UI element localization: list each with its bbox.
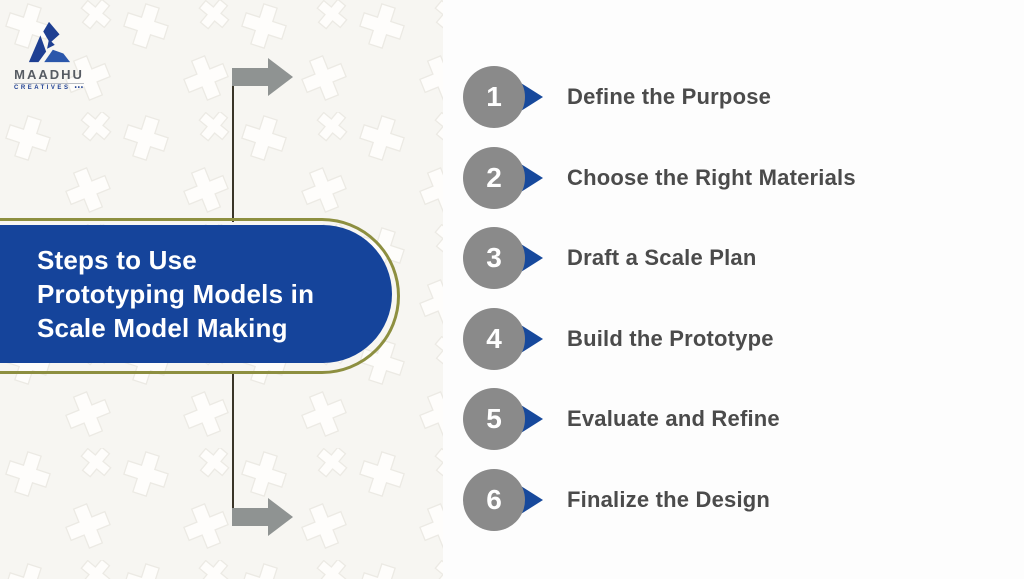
step-3-circle: 3 <box>463 227 525 290</box>
step-1-circle: 1 <box>463 66 525 129</box>
title-banner-fill: Steps to Use Prototyping Models in Scale… <box>0 225 392 363</box>
step-row-3: 3 Draft a Scale Plan <box>463 218 856 299</box>
step-2-circle: 2 <box>463 146 525 209</box>
step-4-circle: 4 <box>463 307 525 370</box>
step-3-label: Draft a Scale Plan <box>567 245 757 271</box>
step-4-number: 4 <box>486 322 502 354</box>
step-2-number: 2 <box>486 161 502 193</box>
connector-line-bottom <box>232 372 234 509</box>
title-banner: Steps to Use Prototyping Models in Scale… <box>0 218 400 374</box>
step-5-circle: 5 <box>463 388 525 451</box>
step-3-number: 3 <box>486 242 502 274</box>
maadhu-creatives-logo: MAADHU CREATIVES ••• <box>14 20 84 91</box>
logo-dots: ••• <box>74 85 84 91</box>
maadhu-pinwheel-logo-icon <box>28 21 71 63</box>
step-row-1: 1 Define the Purpose <box>463 57 856 138</box>
step-1-label: Define the Purpose <box>567 84 772 110</box>
step-6-label: Finalize the Design <box>567 486 771 512</box>
arrow-right-icon-top <box>232 58 293 96</box>
banner-title-line-2: Prototyping Models in <box>37 279 315 309</box>
arrow-right-icon-bottom <box>232 498 293 536</box>
banner-title-line-3: Scale Model Making <box>37 313 288 343</box>
step-2-label: Choose the Right Materials <box>567 164 856 190</box>
step-4-label: Build the Prototype <box>567 325 774 351</box>
step-1-number: 1 <box>486 81 502 113</box>
step-5-number: 5 <box>486 403 502 435</box>
step-row-2: 2 Choose the Right Materials <box>463 138 856 219</box>
logo-sub-text: CREATIVES ••• <box>14 83 84 91</box>
banner-title-line-1: Steps to Use <box>37 245 197 275</box>
step-row-6: 6 Finalize the Design <box>463 460 856 541</box>
step-6-circle: 6 <box>463 468 525 531</box>
step-row-5: 5 Evaluate and Refine <box>463 379 856 460</box>
step-row-4: 4 Build the Prototype <box>463 299 856 380</box>
step-5-label: Evaluate and Refine <box>567 406 780 432</box>
steps-list: 1 Define the Purpose 2 Choose the Right … <box>463 57 856 540</box>
step-6-number: 6 <box>486 483 502 515</box>
connector-line-top <box>232 84 234 222</box>
logo-brand-text: MAADHU <box>14 67 84 82</box>
